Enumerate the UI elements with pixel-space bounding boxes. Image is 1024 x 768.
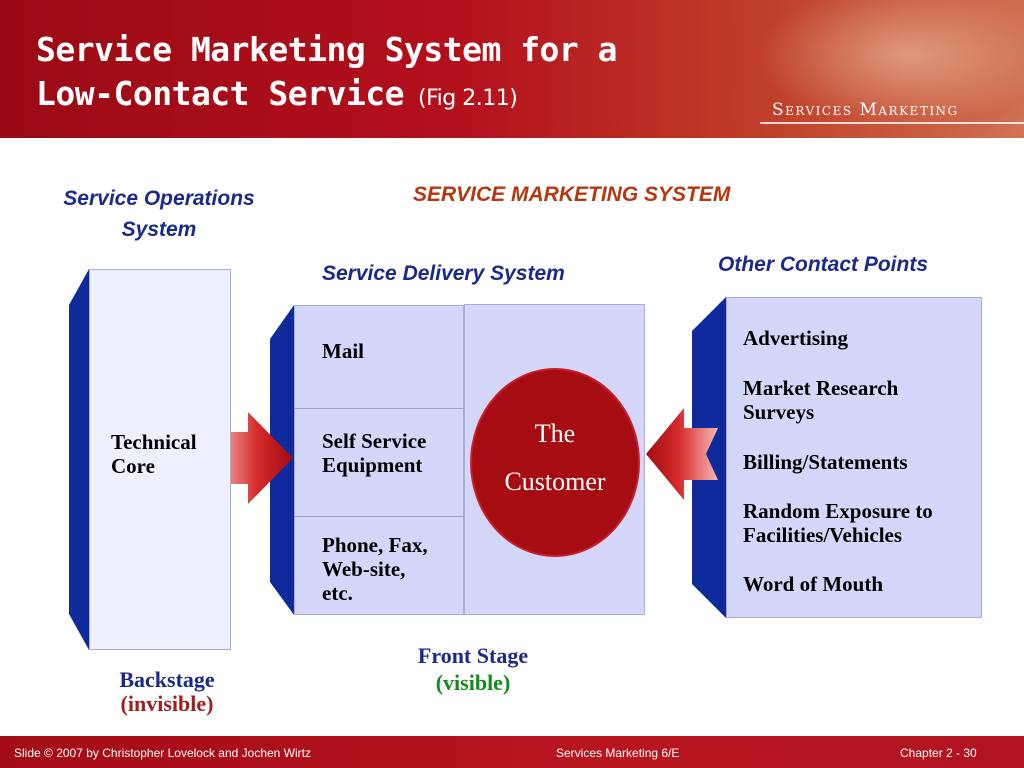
slide-title-line1: Service Marketing System for a bbox=[36, 30, 618, 69]
customer-ellipse bbox=[470, 368, 640, 557]
frontstage-label: Front Stage (visible) bbox=[393, 642, 553, 696]
contact-item-billing: Billing/Statements bbox=[743, 450, 908, 474]
frontstage-subtitle: (visible) bbox=[435, 670, 511, 695]
frontstage-title: Front Stage bbox=[417, 643, 529, 668]
figure-reference: (Fig 2.11) bbox=[418, 86, 518, 111]
operations-heading: Service Operations System bbox=[63, 187, 255, 241]
operations-panel bbox=[89, 269, 231, 650]
slide-title-line2: Low-Contact Service (Fig 2.11) bbox=[36, 74, 518, 113]
footer-copyright: Slide © 2007 by Christopher Lovelock and… bbox=[14, 746, 311, 760]
delivery-panel bbox=[294, 305, 464, 615]
technical-core-label: Technical Core bbox=[111, 430, 197, 478]
backstage-label: Backstage (invisible) bbox=[100, 668, 234, 716]
delivery-item-self-service: Self Service Equipment bbox=[322, 429, 427, 477]
contact-item-market-research: Market Research Surveys bbox=[743, 376, 899, 424]
slide-header: Service Marketing System for a Low-Conta… bbox=[0, 0, 1024, 138]
delivery-heading: Service Delivery System bbox=[322, 262, 565, 285]
backstage-title: Backstage bbox=[119, 667, 215, 692]
contact-item-random-exposure: Random Exposure to Facilities/Vehicles bbox=[743, 499, 933, 547]
delivery-item-phone: Phone, Fax, Web-site, etc. bbox=[322, 533, 428, 605]
contact-item-advertising: Advertising bbox=[743, 326, 848, 350]
contact-points-heading: Other Contact Points bbox=[718, 253, 929, 276]
header-photo bbox=[730, 0, 1024, 138]
marketing-system-heading: SERVICE MARKETING SYSTEM bbox=[413, 183, 731, 206]
slide-title-text: Low-Contact Service bbox=[36, 74, 405, 113]
contact-side-slab bbox=[692, 297, 726, 618]
contact-item-word-of-mouth: Word of Mouth bbox=[743, 572, 884, 596]
contact-points-panel bbox=[726, 297, 982, 618]
delivery-divider bbox=[294, 408, 464, 409]
delivery-divider bbox=[294, 516, 464, 517]
customer-label-line2: Customer bbox=[504, 467, 606, 496]
header-rule bbox=[760, 122, 1024, 124]
arrow-to-customer bbox=[646, 408, 718, 500]
footer-book-title: Services Marketing 6/E bbox=[556, 746, 680, 760]
arrow-to-delivery bbox=[214, 412, 293, 504]
backstage-side-slab bbox=[69, 269, 89, 650]
slide-footer: Slide © 2007 by Christopher Lovelock and… bbox=[0, 736, 1024, 768]
customer-label-line1: The bbox=[534, 419, 576, 448]
delivery-item-mail: Mail bbox=[322, 339, 364, 363]
customer-label: The Customer bbox=[470, 410, 640, 506]
brand-label: Services Marketing bbox=[772, 100, 959, 120]
footer-slide-number: Chapter 2 - 30 bbox=[900, 746, 977, 760]
backstage-subtitle: (invisible) bbox=[120, 691, 214, 716]
